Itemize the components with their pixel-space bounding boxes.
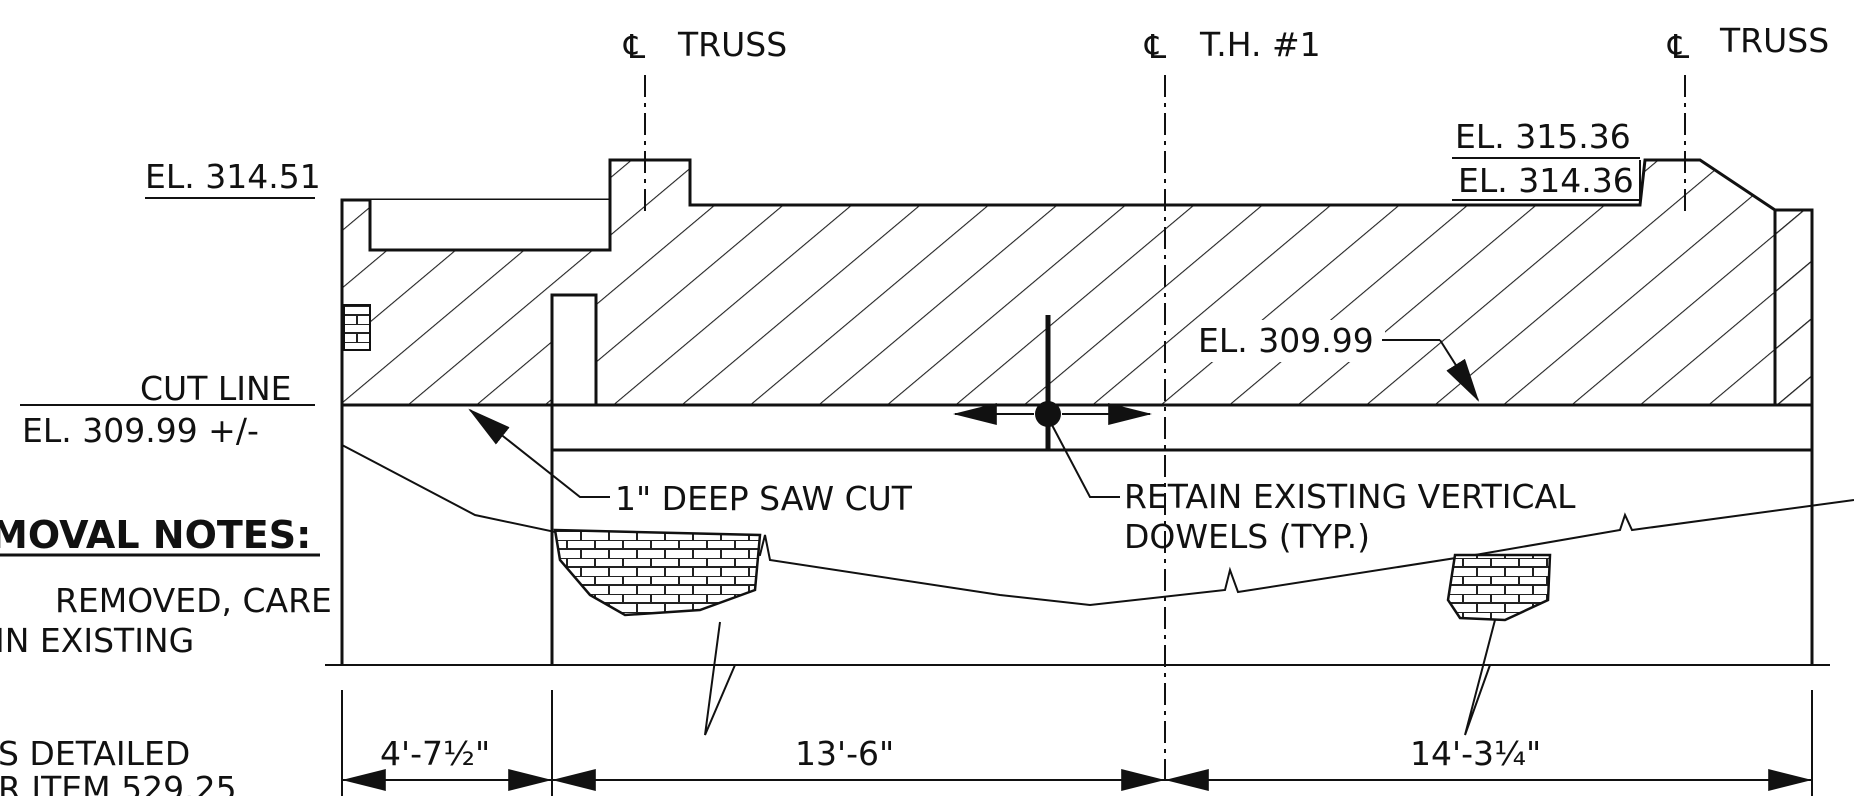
rubble-patch-left xyxy=(553,528,762,617)
retain-dowels-leader xyxy=(1051,424,1120,498)
hatched-concrete-section xyxy=(340,158,1814,407)
truss-right-label: TRUSS xyxy=(1719,21,1829,60)
removal-notes-heading: MOVAL NOTES: xyxy=(0,513,311,557)
rubble-patch-right xyxy=(1446,553,1552,622)
elevation-right-lower: EL. 314.36 xyxy=(1458,161,1634,200)
break-line xyxy=(341,444,1854,607)
truss-left-label: TRUSS xyxy=(677,25,787,64)
th1-cl-symbol: ℄ xyxy=(1144,27,1166,66)
saw-cut-callout: 1" DEEP SAW CUT xyxy=(615,479,913,518)
removal-notes-line2: IN EXISTING xyxy=(0,621,194,660)
removal-notes-line3: S DETAILED xyxy=(0,734,190,773)
th1-label: T.H. #1 xyxy=(1199,25,1321,64)
retain-dowels-callout-line2: DOWELS (TYP.) xyxy=(1124,517,1370,556)
removal-notes-line1: REMOVED, CARE xyxy=(55,581,332,620)
patch-leader-right xyxy=(1464,619,1496,736)
truss-right-cl-symbol: ℄ xyxy=(1667,27,1689,66)
dimension-2: 13'-6" xyxy=(795,734,894,773)
existing-beam xyxy=(325,403,1830,666)
cut-line-elevation: EL. 309.99 +/- xyxy=(22,411,259,450)
removal-notes-line4: R ITEM 529.25 xyxy=(0,769,237,796)
vertical-dowel xyxy=(952,315,1153,450)
elevation-mid: EL. 309.99 xyxy=(1198,321,1374,360)
saw-cut-leader xyxy=(468,408,610,498)
dimension-1: 4'-7½" xyxy=(380,734,490,773)
dimension-3: 14'-3¼" xyxy=(1410,734,1541,773)
cut-line-label: CUT LINE xyxy=(140,369,292,408)
elevation-left-top: EL. 314.51 xyxy=(145,157,321,196)
centerlines xyxy=(644,75,1686,780)
dimension-line xyxy=(341,690,1813,796)
truss-left-cl-symbol: ℄ xyxy=(623,27,645,66)
retain-dowels-callout-line1: RETAIN EXISTING VERTICAL xyxy=(1124,477,1576,516)
elevation-right-upper: EL. 315.36 xyxy=(1455,117,1631,156)
patch-leader-left xyxy=(704,621,1440,736)
